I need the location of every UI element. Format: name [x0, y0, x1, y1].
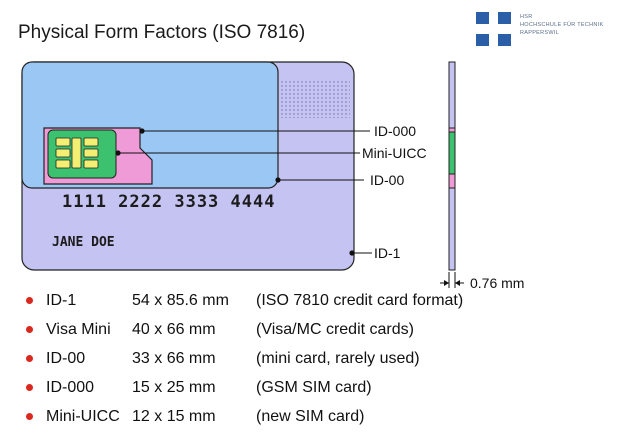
logo-square	[498, 12, 511, 24]
label-id1: ID-1	[374, 245, 401, 261]
thickness-indicator	[440, 272, 464, 288]
leader-dots	[115, 128, 355, 256]
form-factor-description: (GSM SIM card)	[256, 379, 372, 396]
side-view	[448, 61, 456, 271]
list-item: Visa Mini 40 x 66 mm (Visa/MC credit car…	[26, 319, 616, 348]
form-factor-description: (mini card, rarely used)	[256, 350, 420, 367]
label-id00: ID-00	[370, 172, 405, 188]
list-item: ID-000 15 x 25 mm (GSM SIM card)	[26, 377, 616, 406]
logo-square	[476, 12, 489, 24]
form-factor-name: ID-1	[46, 292, 77, 309]
form-factor-size: 33 x 66 mm	[132, 350, 216, 367]
list-item: Mini-UICC 12 x 15 mm (new SIM card)	[26, 406, 616, 435]
bullet-icon	[26, 413, 33, 420]
form-factor-size: 40 x 66 mm	[132, 321, 216, 338]
page-title: Physical Form Factors (ISO 7816)	[18, 22, 306, 43]
form-factor-name: ID-000	[46, 379, 95, 396]
card-number: 1111 2222 3333 4444	[62, 192, 276, 212]
label-thickness: 0.76 mm	[470, 275, 525, 291]
leader-lines	[118, 130, 372, 254]
logo-square	[498, 34, 511, 46]
form-factor-name: ID-00	[46, 350, 86, 367]
card-holder-name: JANE DOE	[52, 235, 115, 250]
arrow-left-icon	[455, 280, 460, 286]
magstripe-pattern	[280, 80, 350, 118]
chip-contacts	[55, 137, 99, 169]
bullet-icon	[26, 355, 33, 362]
form-factor-description: (new SIM card)	[256, 408, 365, 425]
label-mini-uicc: Mini-UICC	[362, 145, 427, 161]
bullet-icon	[26, 297, 33, 304]
logo-square	[476, 34, 489, 46]
form-factor-description: (ISO 7810 credit card format)	[256, 292, 464, 309]
form-factor-size: 15 x 25 mm	[132, 379, 216, 396]
form-factor-description: (Visa/MC credit cards)	[256, 321, 414, 338]
arrow-right-icon	[444, 280, 449, 286]
label-id000: ID-000	[374, 123, 417, 139]
hsr-logo: HSR HOCHSCHULE FÜR TECHNIK RAPPERSWIL	[476, 12, 616, 54]
form-factor-diagram	[21, 61, 464, 288]
form-factor-size: 12 x 15 mm	[132, 408, 216, 425]
logo-line: HSR	[520, 14, 533, 20]
bullet-icon	[26, 384, 33, 391]
form-factor-list: ID-1 54 x 85.6 mm (ISO 7810 credit card …	[26, 290, 616, 435]
form-factor-size: 54 x 85.6 mm	[132, 292, 229, 309]
logo-line: RAPPERSWIL	[520, 30, 560, 36]
logo-line: HOCHSCHULE FÜR TECHNIK	[520, 22, 604, 28]
logo-text: HSR HOCHSCHULE FÜR TECHNIK RAPPERSWIL	[520, 13, 604, 37]
list-item: ID-1 54 x 85.6 mm (ISO 7810 credit card …	[26, 290, 616, 319]
list-item: ID-00 33 x 66 mm (mini card, rarely used…	[26, 348, 616, 377]
form-factor-name: Mini-UICC	[46, 408, 120, 425]
form-factor-name: Visa Mini	[46, 321, 111, 338]
bullet-icon	[26, 326, 33, 333]
